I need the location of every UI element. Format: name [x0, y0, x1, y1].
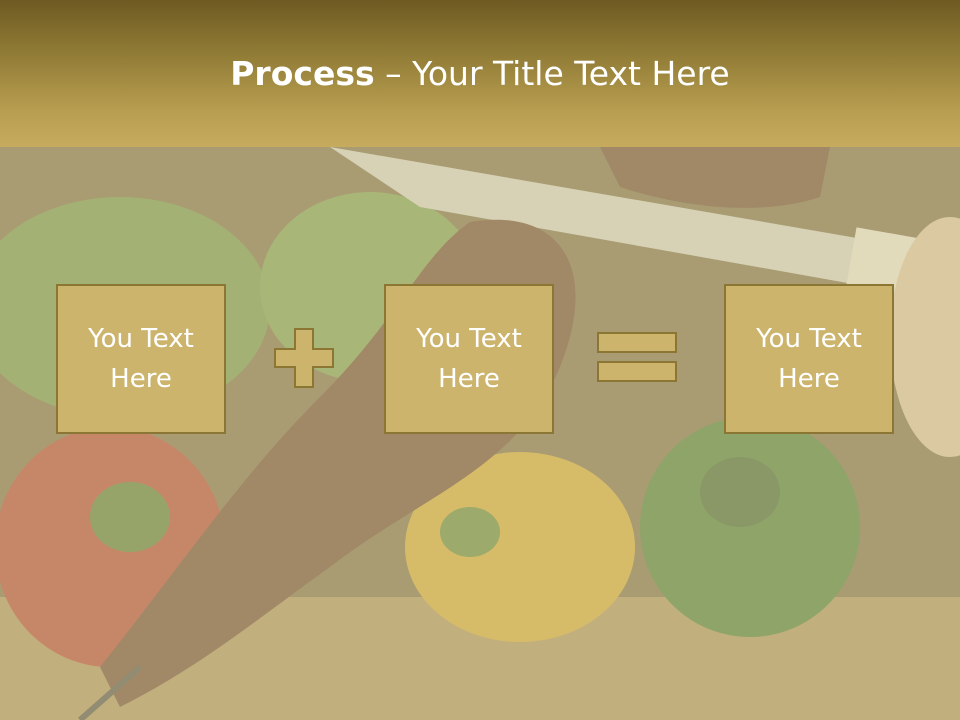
equals-icon: [596, 331, 678, 385]
process-box-1-text: You Text Here: [88, 324, 194, 394]
plus-icon: [273, 327, 335, 389]
process-box-2[interactable]: You Text Here: [384, 284, 554, 434]
slide-title: Process – Your Title Text Here: [0, 52, 960, 96]
process-box-1[interactable]: You Text Here: [56, 284, 226, 434]
process-box-3-text: You Text Here: [756, 324, 862, 394]
title-bold: Process: [230, 54, 375, 93]
process-box-2-text: You Text Here: [416, 324, 522, 394]
title-rest: – Your Title Text Here: [374, 54, 730, 93]
process-box-3[interactable]: You Text Here: [724, 284, 894, 434]
title-bar: Process – Your Title Text Here: [0, 0, 960, 147]
